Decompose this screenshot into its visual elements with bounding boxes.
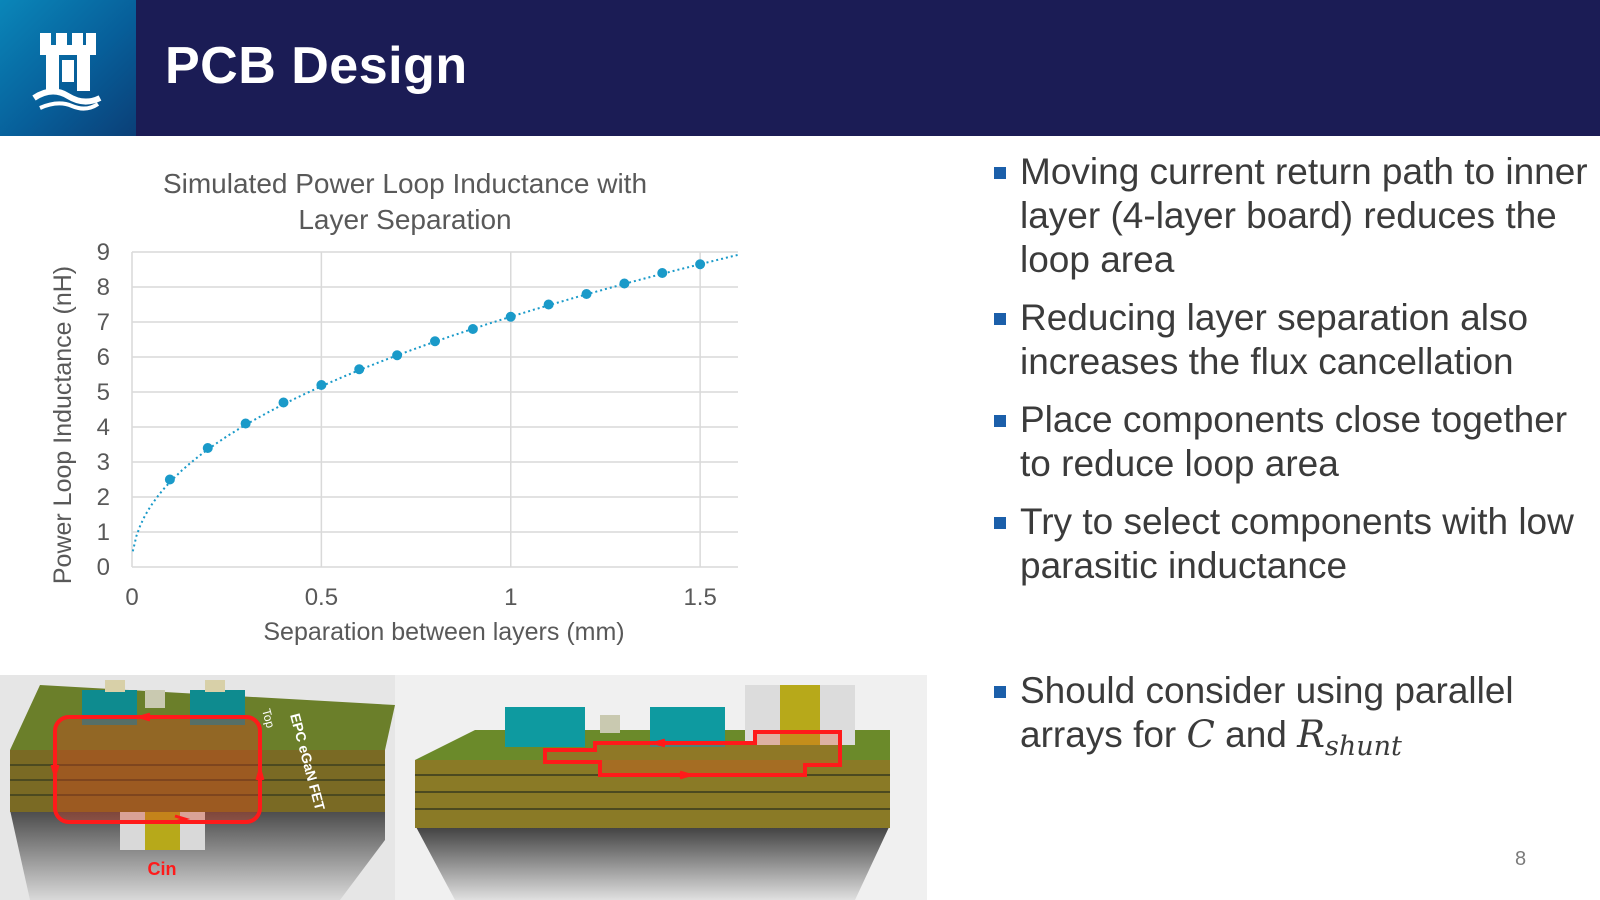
y-tick-label: 8 (97, 274, 110, 301)
trendline (131, 253, 739, 552)
y-tick-label: 3 (97, 449, 110, 476)
inductance-chart: Simulated Power Loop Inductance with Lay… (49, 168, 739, 646)
cin-label: Cin (148, 859, 177, 879)
bullet-square-icon (994, 313, 1006, 325)
pcb-render-top-view: EPC eGaN FET Top Cin (0, 675, 395, 900)
x-tick-labels: 0 0.5 1 1.5 (125, 584, 716, 611)
pcb-render-side-view (395, 675, 927, 900)
y-tick-label: 7 (97, 309, 110, 336)
data-points (164, 259, 706, 485)
chart-title-line-2: Layer Separation (298, 204, 511, 235)
bullet-text: Place components close together to reduc… (1020, 399, 1568, 484)
data-point (581, 289, 592, 299)
data-point (505, 311, 516, 322)
data-point (164, 474, 175, 485)
shunt-resistor-symbol: Rshunt (1297, 713, 1402, 762)
data-point (354, 364, 365, 375)
y-axis-label: Power Loop Inductance (nH) (49, 266, 77, 584)
bullet-text: Reducing layer separation also increases… (1020, 297, 1529, 382)
y-tick-label: 4 (97, 414, 110, 441)
bullet-list: Moving current return path to inner laye… (990, 150, 1590, 602)
data-point (392, 350, 403, 361)
bullet-square-icon (994, 517, 1006, 529)
data-point (202, 443, 213, 453)
capacitor-symbol: C (1186, 713, 1215, 756)
y-tick-label: 5 (97, 379, 110, 406)
bullet-item: Try to select components with low parasi… (990, 500, 1590, 588)
page-title: PCB Design (165, 37, 468, 95)
y-tick-label: 1 (97, 519, 110, 546)
data-point (657, 268, 668, 278)
bullet-item: Reducing layer separation also increases… (990, 296, 1590, 384)
castle-logo-icon (32, 33, 102, 111)
y-tick-label: 6 (97, 344, 110, 371)
bullet-text: Moving current return path to inner laye… (1020, 151, 1588, 280)
data-point (695, 259, 706, 270)
shunt-resistor-letter: R (1297, 713, 1326, 756)
x-axis-label: Separation between layers (mm) (263, 618, 624, 646)
data-point (240, 418, 251, 429)
data-point (278, 397, 289, 408)
bullet-text-and: and (1225, 714, 1287, 755)
x-tick-label: 0 (125, 584, 138, 611)
y-tick-labels: 0 1 2 3 4 5 6 7 8 9 (97, 239, 110, 581)
page-number: 8 (1515, 848, 1527, 870)
bullet-text: Should consider using parallel arrays fo… (1020, 670, 1514, 755)
y-tick-label: 2 (97, 484, 110, 511)
bullet-square-icon (994, 167, 1006, 179)
pcb-silkscreen-top: Top (259, 707, 278, 730)
bullet-item: Moving current return path to inner laye… (990, 150, 1590, 282)
data-point (619, 278, 630, 289)
data-point (430, 336, 440, 347)
x-tick-label: 1 (504, 584, 517, 611)
chart-title-line-1: Simulated Power Loop Inductance with (163, 168, 647, 199)
y-tick-label: 9 (97, 239, 110, 266)
data-point (543, 299, 554, 310)
bullet-text: Try to select components with low parasi… (1020, 501, 1574, 586)
university-logo (0, 0, 136, 136)
shunt-subscript: shunt (1325, 731, 1402, 762)
x-tick-label: 1.5 (683, 584, 716, 611)
bullet-item-parallel-arrays: Should consider using parallel arrays fo… (990, 669, 1600, 769)
chart-gridlines (131, 251, 738, 568)
bullet-square-icon (994, 415, 1006, 427)
y-tick-label: 0 (97, 554, 110, 581)
x-tick-label: 0.5 (305, 584, 338, 611)
data-point (467, 324, 478, 334)
bullet-square-icon (994, 686, 1006, 698)
title-bar: PCB Design (0, 0, 1600, 136)
data-point (316, 380, 327, 390)
bullet-item: Place components close together to reduc… (990, 398, 1590, 486)
